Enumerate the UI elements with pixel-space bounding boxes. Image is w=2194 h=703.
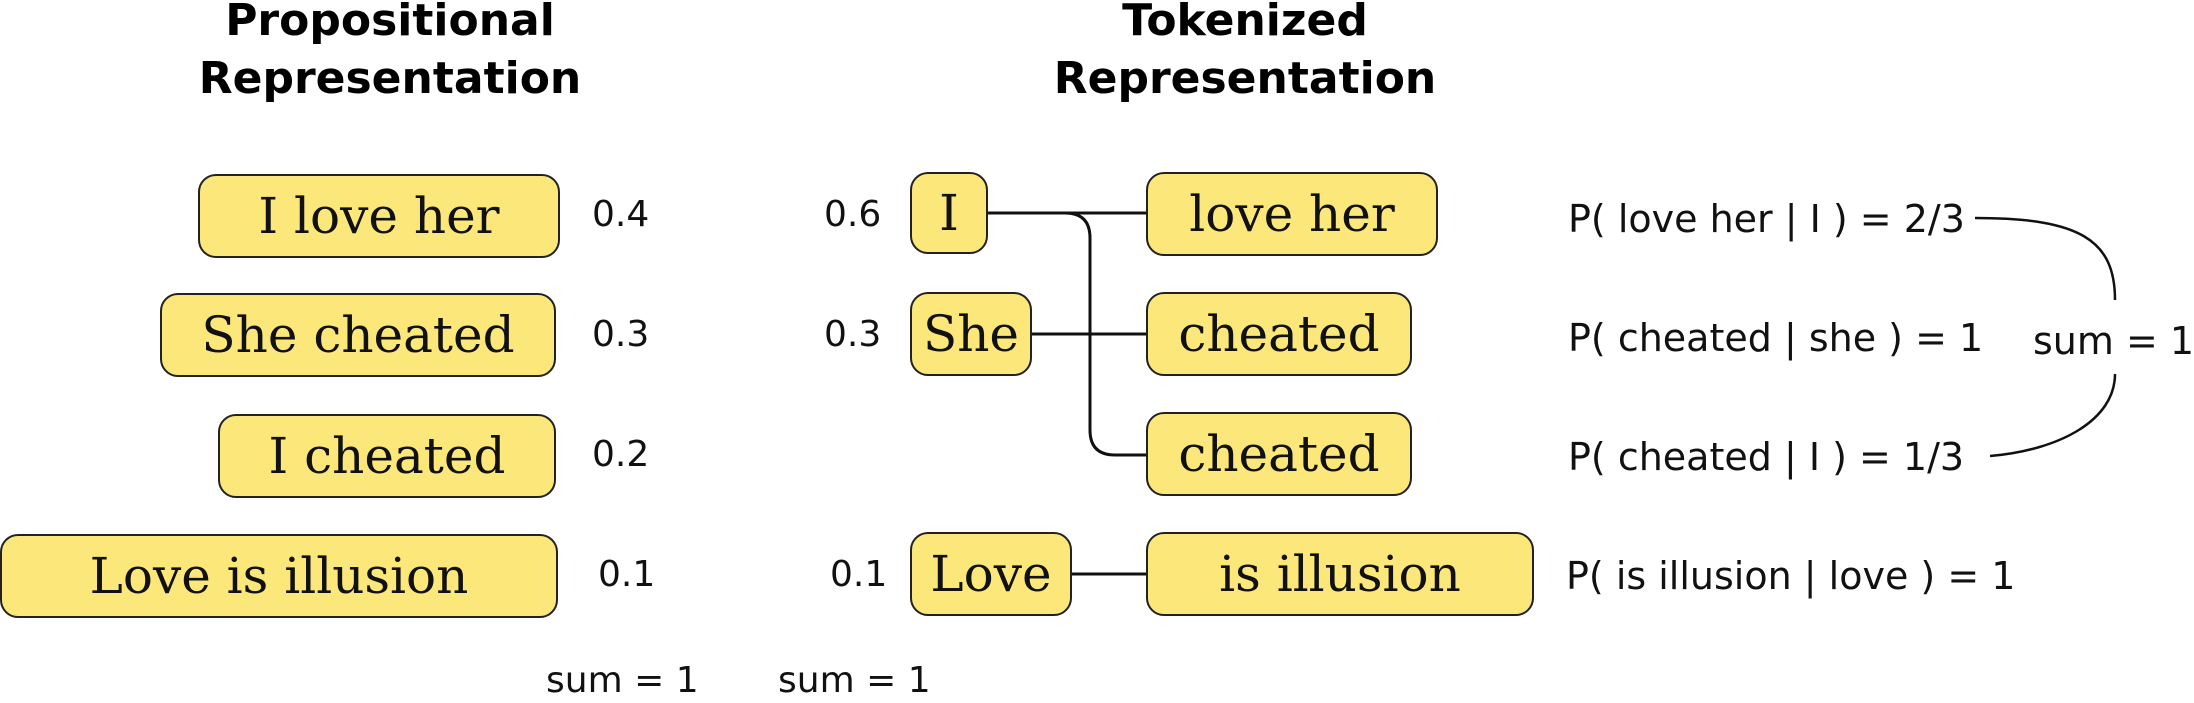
prop-box-she-cheated: She cheated — [160, 293, 556, 377]
prop-box-i-love-her: I love her — [198, 174, 560, 258]
prop-box-love-is-illusion: Love is illusion — [0, 534, 558, 618]
prop-sum: sum = 1 — [546, 660, 699, 701]
tokenized-heading: Tokenized Representation — [1020, 0, 1470, 108]
prop-value-she-cheated: 0.3 — [592, 314, 650, 355]
bracket-lower-curve — [1989, 373, 2117, 458]
conditional-cheated-given-she: P( cheated | she ) = 1 — [1568, 316, 1984, 360]
conditional-love-her-given-i: P( love her | I ) = 2/3 — [1568, 197, 1965, 241]
prop-value-i-cheated: 0.2 — [592, 434, 650, 475]
token-box-is-illusion: is illusion — [1146, 532, 1534, 616]
token-box-love: Love — [910, 532, 1072, 616]
token-box-love-her: love her — [1146, 172, 1438, 256]
bracket-sum-label: sum = 1 — [2033, 319, 2194, 363]
token-value-i: 0.6 — [824, 194, 882, 235]
propositional-heading: Propositional Representation — [140, 0, 640, 108]
token-box-i: I — [910, 172, 988, 254]
tokenized-heading-line2: Representation — [1053, 53, 1437, 104]
prop-value-love-is-illusion: 0.1 — [598, 554, 656, 595]
token-box-cheated-she: cheated — [1146, 292, 1412, 376]
tokenized-heading-line1: Tokenized — [1122, 0, 1368, 46]
conditional-cheated-given-i: P( cheated | I ) = 1/3 — [1568, 435, 1965, 479]
propositional-heading-line1: Propositional — [225, 0, 555, 46]
token-box-cheated-i: cheated — [1146, 412, 1412, 496]
token-value-she: 0.3 — [824, 314, 882, 355]
prop-value-i-love-her: 0.4 — [592, 194, 650, 235]
bracket-upper-curve — [1974, 216, 2117, 301]
token-box-she: She — [910, 292, 1032, 376]
prop-box-i-cheated: I cheated — [218, 414, 556, 498]
token-value-love: 0.1 — [830, 554, 888, 595]
token-sum: sum = 1 — [778, 660, 931, 701]
conditional-is-illusion-given-love: P( is illusion | love ) = 1 — [1566, 554, 2016, 598]
propositional-heading-line2: Representation — [198, 53, 582, 104]
